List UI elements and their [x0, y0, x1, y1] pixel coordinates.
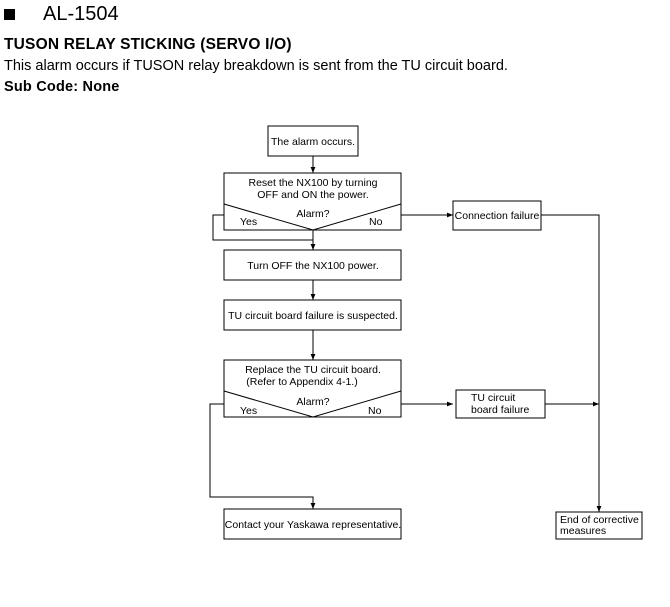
decision1-diamond [223, 203, 402, 231]
replace-text-line1: Replace the TU circuit board. [245, 364, 381, 376]
contact-text: Contact your Yaskawa representative. [225, 519, 401, 531]
decision1-yes: Yes [240, 216, 257, 228]
end-box [555, 511, 643, 540]
alarm-title: TUSON RELAY STICKING (SERVO I/O) [4, 36, 292, 53]
decision1-no: No [369, 216, 383, 228]
replace-text-line2: (Refer to Appendix 4-1.) [246, 376, 357, 388]
decision1-question: Alarm? [296, 208, 329, 220]
reset-text-line1: Reset the NX100 by turning [249, 177, 378, 189]
suspected-text: TU circuit board failure is suspected. [228, 310, 398, 322]
turn-off-box [223, 249, 402, 281]
alarm-code: AL-1504 [43, 3, 119, 25]
connector-yes2-to-contact [209, 403, 316, 509]
bullet-square-icon [4, 9, 15, 20]
connection-failure-box [452, 200, 542, 231]
end-text-line2: measures [560, 525, 606, 537]
start-box [267, 125, 359, 157]
start-text: The alarm occurs. [271, 136, 355, 148]
connector-connection-to-end [541, 214, 602, 512]
decision2-no: No [368, 405, 382, 417]
contact-box [223, 508, 402, 540]
tu-failure-text-line1: TU circuit [471, 392, 515, 404]
suspected-box [223, 299, 402, 331]
tu-failure-text-line2: board failure [471, 404, 530, 416]
sub-code: Sub Code: None [4, 79, 120, 95]
decision2-question: Alarm? [296, 396, 329, 408]
tu-failure-box [455, 389, 546, 419]
turn-off-text: Turn OFF the NX100 power. [247, 260, 379, 272]
decision2-yes: Yes [240, 405, 257, 417]
connector-yes1-loop [212, 214, 313, 241]
end-text-line1: End of corrective [560, 514, 639, 526]
alarm-code-heading: AL-1504 [4, 3, 119, 26]
alarm-description: This alarm occurs if TUSON relay breakdo… [4, 58, 508, 74]
connection-failure-text: Connection failure [455, 210, 540, 222]
decision2-diamond [223, 390, 402, 418]
reset-text-line2: OFF and ON the power. [257, 189, 368, 201]
